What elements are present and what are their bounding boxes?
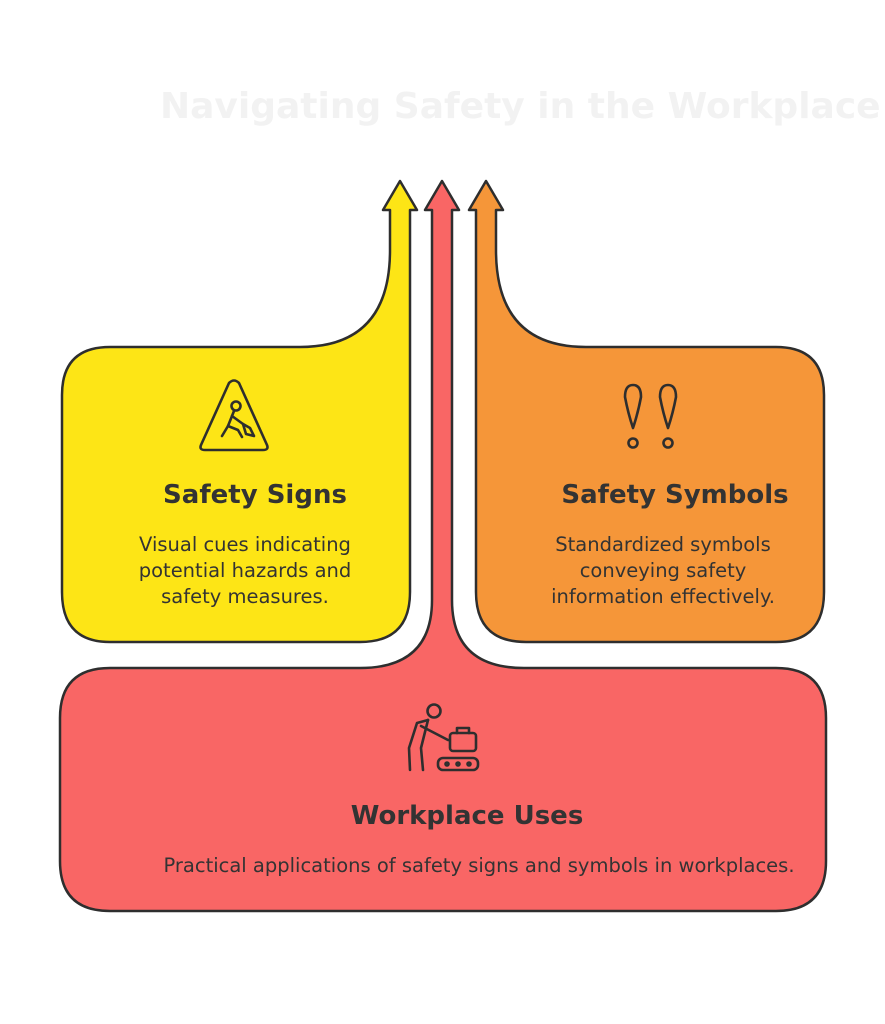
safety-signs-shape (60, 179, 419, 644)
safety-signs-title: Safety Signs (163, 480, 347, 510)
person-baggage-conveyor-icon (407, 703, 480, 772)
safety-signs-desc-line: safety measures. (161, 585, 329, 608)
safety-signs-desc-line: potential hazards and (139, 559, 352, 582)
safety-symbols-desc-line: Standardized symbols (555, 533, 771, 556)
safety-symbols-shape (467, 179, 826, 644)
workplace-uses-title: Workplace Uses (351, 801, 584, 831)
safety-symbols-desc-line: conveying safety (580, 559, 747, 582)
double-exclamation-icon (623, 383, 678, 449)
safety-symbols-title: Safety Symbols (561, 480, 788, 510)
safety-signs-desc-line: Visual cues indicating (139, 533, 351, 556)
page-title: Navigating Safety in the Workplace (160, 86, 881, 127)
safety-symbols-desc-line: information effectively. (551, 585, 775, 608)
workplace-uses-shape (58, 179, 828, 913)
workplace-uses-desc-line: Practical applications of safety signs a… (163, 854, 794, 877)
construction-warning-sign-icon (199, 379, 269, 452)
